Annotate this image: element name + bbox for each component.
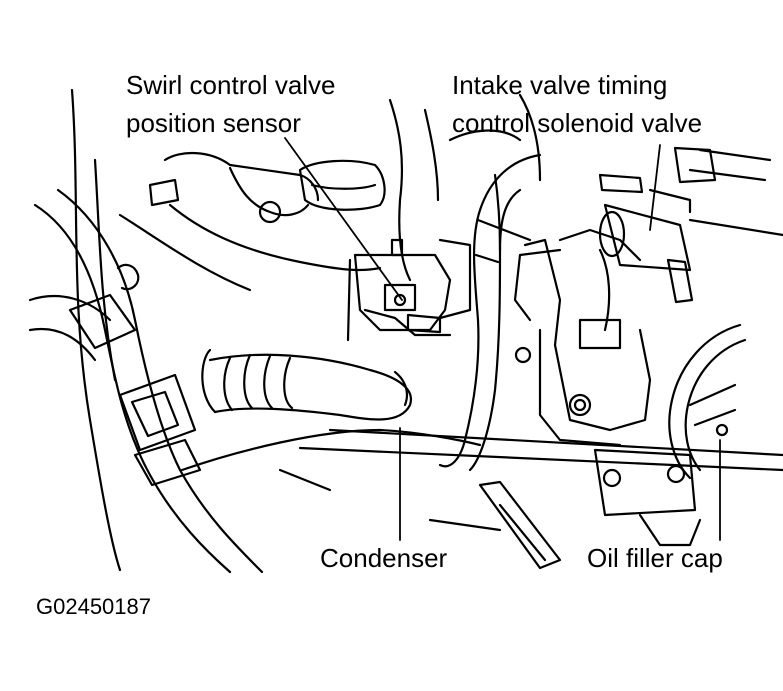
left-large-hose	[33, 188, 264, 574]
oil-filler-cap	[668, 323, 747, 480]
left-coolant-hose	[28, 88, 122, 572]
lower-brackets	[278, 428, 783, 570]
center-bent-hose	[438, 153, 542, 472]
label-intake-valve-timing-line2: control solenoid valve	[452, 108, 703, 138]
intake-manifold	[118, 93, 542, 292]
leader-intake-solenoid	[649, 144, 661, 231]
solenoid-valve	[598, 146, 783, 304]
leader-swirl-sensor	[284, 137, 403, 301]
label-condenser: Condenser	[320, 543, 448, 573]
leader-lines	[284, 137, 721, 541]
cylinder-head	[513, 228, 652, 447]
front-intake-hose	[180, 348, 482, 472]
label-swirl-control-valve-line1: Swirl control valve	[126, 70, 336, 100]
figure-code: G02450187	[36, 594, 151, 619]
label-oil-filler-cap: Oil filler cap	[587, 543, 723, 573]
label-swirl-control-valve-line2: position sensor	[126, 108, 301, 138]
label-intake-valve-timing-line1: Intake valve timing	[452, 70, 668, 100]
sensor-housing	[346, 238, 472, 342]
